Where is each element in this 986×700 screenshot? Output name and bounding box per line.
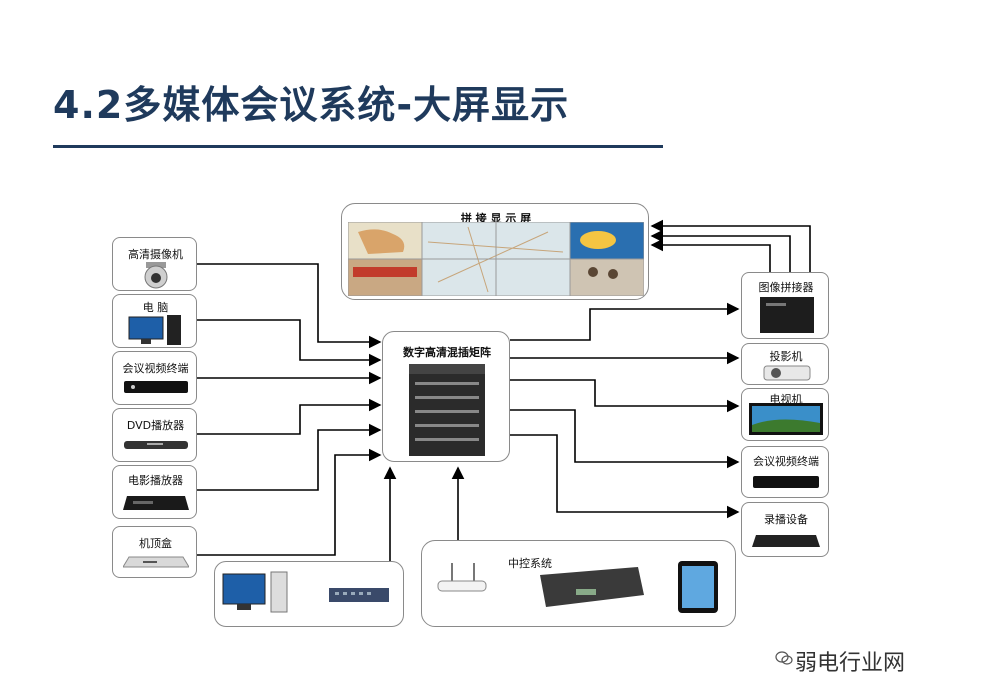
output-tv-label: 电视机: [769, 393, 803, 406]
computer-icon: [128, 315, 181, 345]
wire-pc: [197, 319, 382, 367]
wire-wall-2: [650, 229, 791, 278]
output-image-stitcher-label: 图像拼接器: [758, 281, 814, 294]
input-vc-terminal-label: 会议视频终端: [122, 362, 189, 375]
control-system-label: 中控系统: [508, 557, 552, 570]
video-wall-box: 拼 接 显 示 屏: [341, 203, 649, 300]
wire-to-stitcher: [510, 302, 740, 341]
central-controller-icon: [540, 567, 644, 607]
control-system-box: 中控系统: [421, 540, 736, 627]
matrix-box: 数字高清混插矩阵: [382, 331, 510, 462]
projector-icon: [763, 365, 811, 381]
tv-icon: [749, 403, 823, 435]
input-stb: 机顶盒: [112, 526, 197, 578]
wire-camera: [197, 263, 382, 349]
movie-player-icon: [123, 496, 189, 510]
input-vc-terminal: 会议视频终端: [112, 351, 197, 405]
matrix-device-icon: [409, 364, 485, 456]
wire-dvd: [197, 398, 382, 435]
output-recorder-label: 录播设备: [764, 513, 808, 526]
input-movie-player-label: 电影播放器: [128, 474, 183, 487]
wire-stb: [197, 448, 382, 556]
set-top-box-icon: [123, 556, 189, 568]
video-wall-screens: [348, 222, 644, 296]
output-vc-terminal-label: 会议视频终端: [753, 455, 819, 468]
output-projector-label: 投影机: [769, 350, 803, 363]
wechat-icon: [775, 651, 793, 665]
workstation-icon: [222, 571, 288, 613]
dvd-player-icon: [124, 441, 188, 449]
terminal-device-icon-out: [753, 476, 819, 488]
tablet-icon: [678, 561, 718, 613]
matrix-label: 数字高清混插矩阵: [403, 346, 491, 359]
input-movie-player: 电影播放器: [112, 465, 197, 519]
stitcher-device-icon: [760, 297, 814, 333]
input-camera: 高清摄像机: [112, 237, 197, 291]
output-image-stitcher: 图像拼接器: [741, 272, 829, 339]
router-icon: [437, 563, 487, 592]
wire-movie-player: [197, 423, 382, 491]
output-projector: 投影机: [741, 343, 829, 385]
wire-wall-3: [650, 238, 771, 278]
input-stb-label: 机顶盒: [139, 537, 172, 550]
input-computer: 电 脑: [112, 294, 197, 348]
watermark-text: 弱电行业网: [795, 651, 906, 676]
camera-icon: [144, 262, 168, 289]
output-vc-terminal: 会议视频终端: [741, 446, 829, 498]
wire-to-tv: [510, 379, 740, 413]
terminal-device-icon: [124, 381, 188, 393]
output-tv: 电视机: [741, 388, 829, 441]
wire-to-vc-terminal: [510, 409, 740, 469]
recorder-device-icon: [752, 535, 820, 547]
input-dvd: DVD播放器: [112, 408, 197, 462]
output-recorder: 录播设备: [741, 502, 829, 557]
wire-wall-1: [650, 219, 811, 278]
input-camera-label: 高清摄像机: [128, 248, 183, 261]
title-divider: [53, 145, 663, 148]
input-computer-label: 电 脑: [142, 301, 169, 314]
network-switch-icon: [329, 588, 389, 602]
wire-to-recorder: [510, 434, 740, 519]
input-dvd-label: DVD播放器: [126, 419, 185, 432]
page-title: 4.2多媒体会议系统-大屏显示: [53, 83, 570, 127]
network-box: [214, 561, 404, 627]
